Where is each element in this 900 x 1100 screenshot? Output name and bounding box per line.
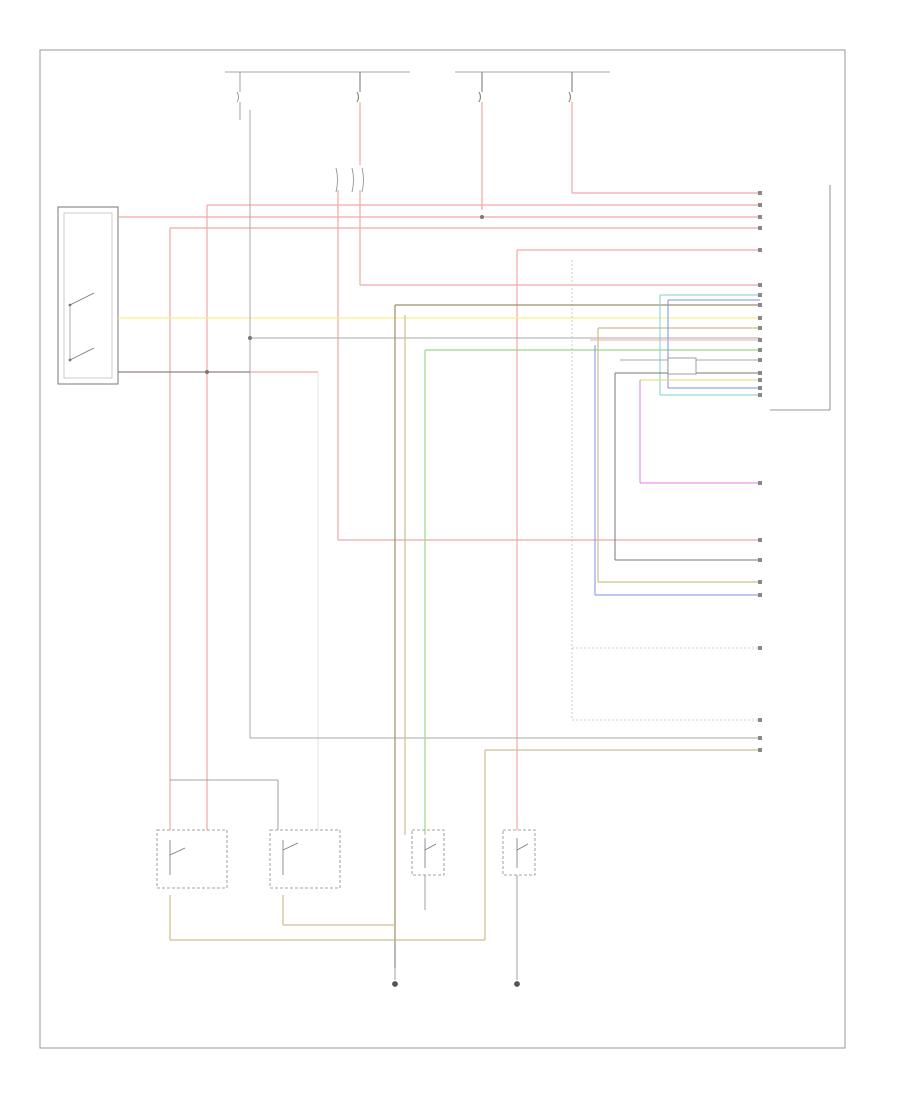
inline-connector [335, 167, 364, 193]
fuse-1 [236, 72, 241, 120]
green-wire [424, 349, 760, 835]
connector-pins [758, 191, 762, 752]
splice [480, 215, 484, 219]
fuse-4 [568, 72, 760, 194]
fog-lamp [411, 829, 445, 876]
ground-right [514, 981, 520, 987]
ground-leads [394, 875, 518, 980]
left-headlight [156, 829, 228, 889]
combo-switch [57, 206, 119, 385]
ground-left [392, 981, 398, 987]
splice [205, 370, 209, 374]
red-feed-wires [118, 190, 760, 830]
distribution-bar [170, 779, 279, 830]
diagram-border [39, 49, 846, 1049]
fuse-3 [478, 72, 483, 210]
bundle-wires [590, 294, 760, 596]
brown-wires [394, 304, 760, 968]
gray-wires [118, 110, 760, 739]
indicator-lamp [502, 829, 536, 876]
tan-wires [169, 315, 760, 941]
control-module [667, 185, 831, 411]
fuse-2 [356, 72, 361, 165]
splice [248, 336, 252, 340]
right-headlight [269, 829, 341, 889]
